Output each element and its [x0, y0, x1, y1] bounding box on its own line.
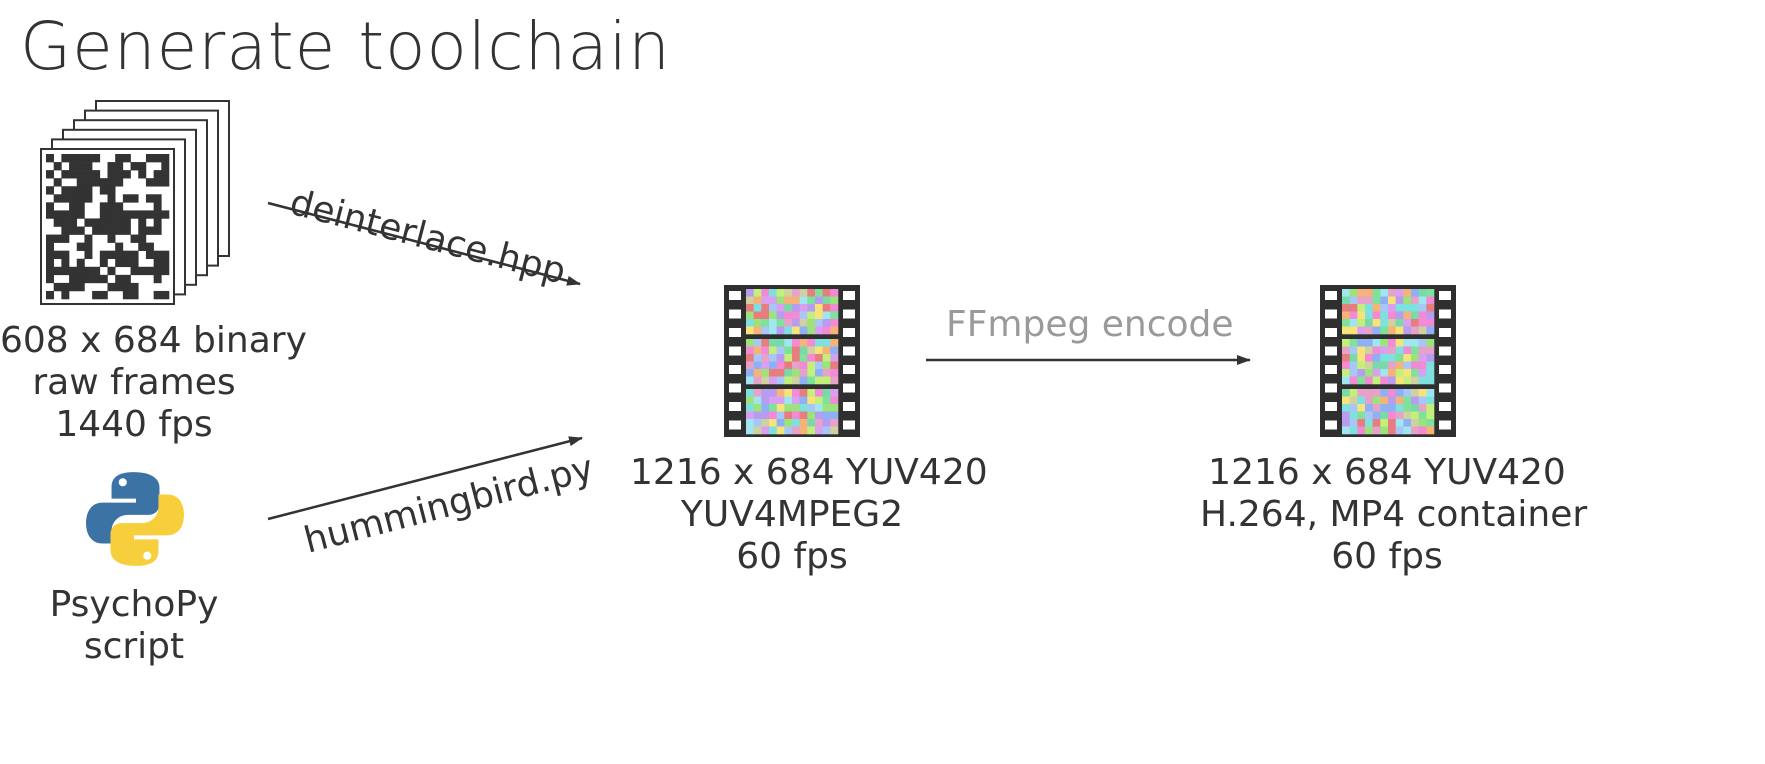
input-caption-line: raw frames [32, 362, 236, 403]
output-caption-line: H.264, MP4 container [1200, 494, 1588, 535]
output-caption-line: 60 fps [1331, 536, 1443, 577]
film-strip-icon [724, 285, 860, 437]
input-caption: 608 x 684 binary raw frames 1440 fps [0, 320, 307, 446]
hummingbird-arrow [267, 436, 583, 521]
input-caption-line: 1440 fps [55, 404, 213, 445]
intermediate-caption-line: 1216 x 684 YUV420 [630, 452, 988, 493]
ffmpeg-label: FFmpeg encode [946, 304, 1234, 345]
output-caption: 1216 x 684 YUV420 H.264, MP4 container 6… [1200, 452, 1588, 578]
intermediate-caption-line: 60 fps [736, 536, 848, 577]
psychopy-caption-line: PsychoPy [49, 584, 219, 625]
input-caption-line: 608 x 684 binary [0, 320, 307, 361]
deinterlace-arrow [267, 201, 581, 286]
psychopy-caption-line: script [83, 626, 185, 667]
film-strip-icon [1320, 285, 1456, 437]
binary-frame-stack-icon [40, 100, 230, 305]
diagram-title: Generate toolchain [20, 8, 671, 85]
intermediate-caption: 1216 x 684 YUV420 YUV4MPEG2 60 fps [630, 452, 988, 578]
output-caption-line: 1216 x 684 YUV420 [1208, 452, 1566, 493]
psychopy-caption: PsychoPy script [34, 584, 234, 668]
intermediate-caption-line: YUV4MPEG2 [680, 494, 904, 535]
python-logo-icon [86, 472, 184, 566]
